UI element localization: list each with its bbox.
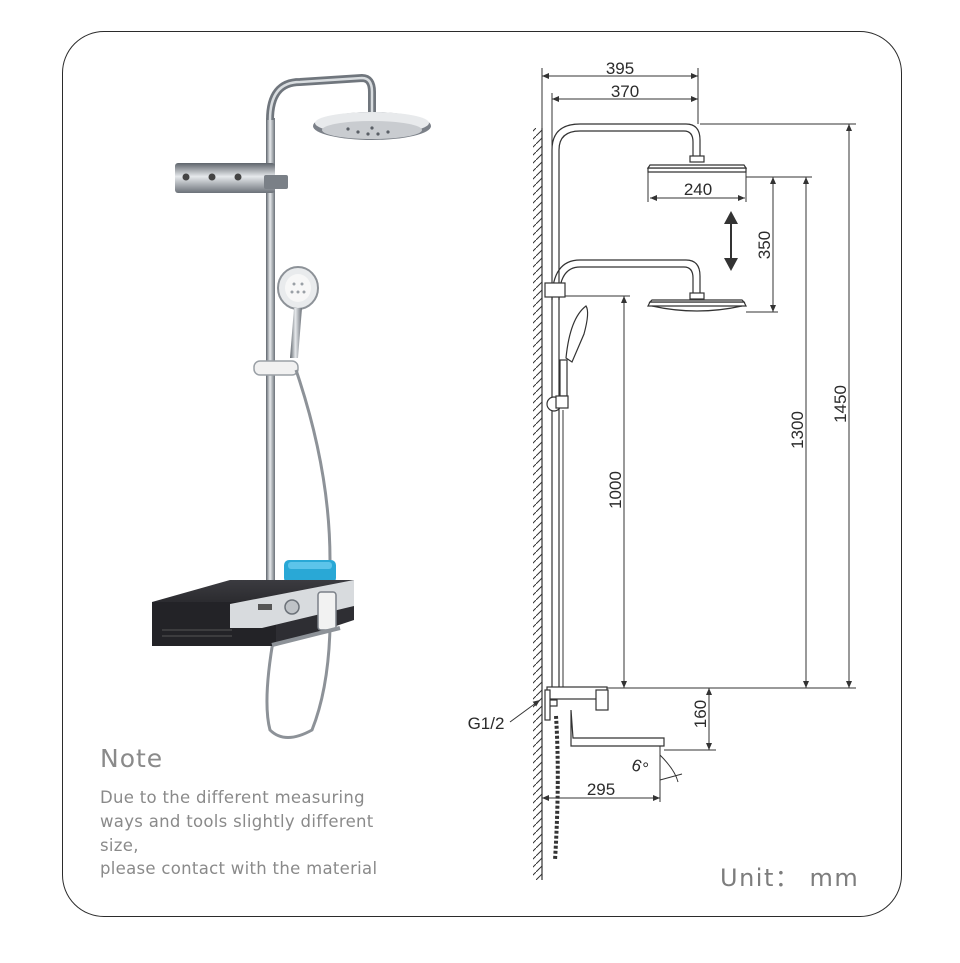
dim-160: 160	[691, 700, 710, 728]
note-line-3: size,	[100, 836, 139, 855]
note-line-1: Due to the different measuring	[100, 788, 365, 807]
wall-hatch	[533, 128, 542, 880]
dim-370: 370	[611, 82, 639, 101]
upper-head-outline	[646, 155, 748, 173]
hand-shower-holder	[253, 360, 299, 376]
mixer-outline	[544, 686, 665, 747]
note-line-4: please contact with the material	[100, 859, 378, 878]
hook-rail	[175, 163, 275, 193]
unit-label: Unit： mm	[720, 864, 860, 892]
dim-350: 350	[755, 231, 774, 259]
note-title: Note	[100, 744, 164, 773]
height-adjust-arrow	[724, 211, 738, 271]
rounded-frame	[62, 31, 902, 917]
dim-295: 295	[587, 780, 615, 799]
angle-label: 6°	[629, 755, 651, 778]
dim-1300: 1300	[788, 411, 807, 449]
hand-shower-handle	[290, 308, 302, 358]
dim-240: 240	[684, 180, 712, 199]
dim-1450: 1450	[831, 385, 850, 423]
diverter-knob	[284, 599, 300, 615]
main-pipe	[266, 118, 275, 598]
dim-395: 395	[606, 59, 634, 78]
hand-shower-outline	[546, 305, 589, 412]
thread-label: G1/2	[468, 714, 505, 733]
hose	[294, 369, 332, 561]
towel-bar	[271, 626, 341, 647]
note-line-2: ways and tools slightly different	[100, 812, 374, 831]
dim-1000: 1000	[606, 471, 625, 509]
lower-head-outline	[647, 292, 747, 312]
riser-pipe	[551, 123, 701, 690]
